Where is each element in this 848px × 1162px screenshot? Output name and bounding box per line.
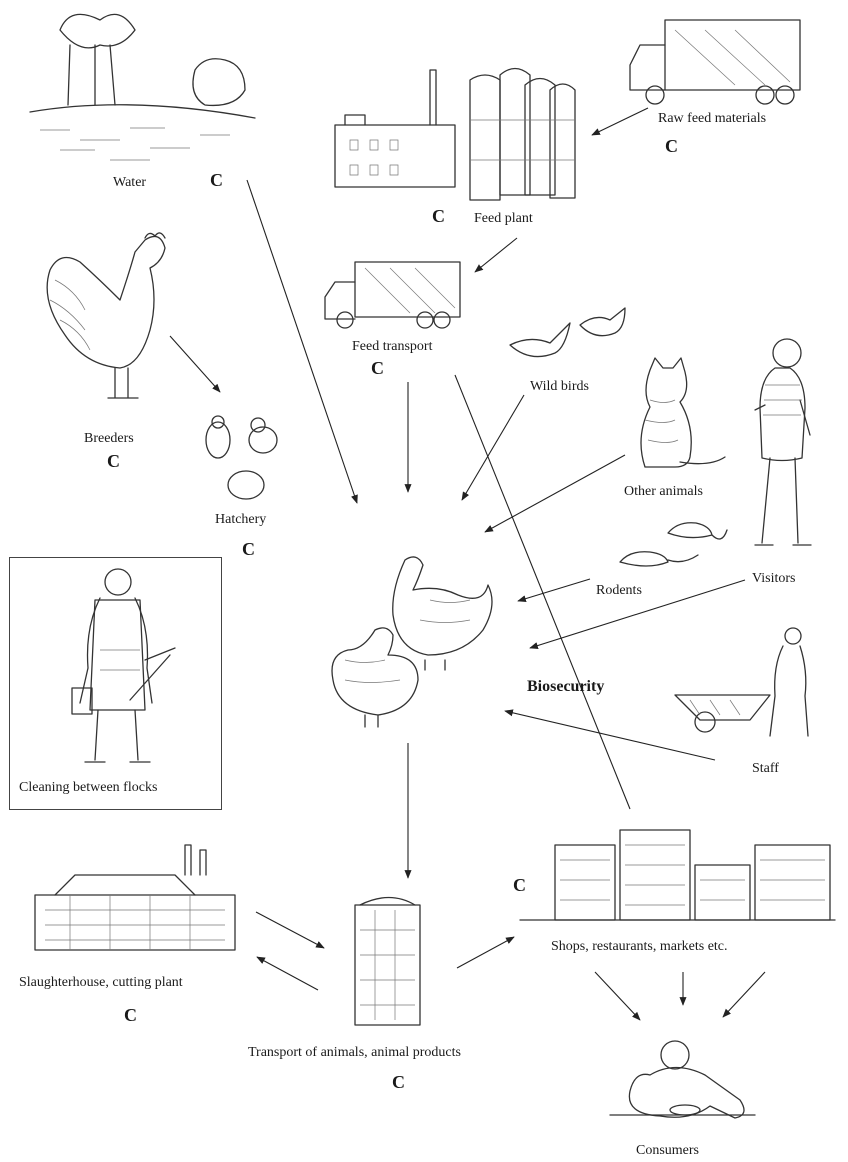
egg-icon — [228, 471, 264, 499]
consumer-eating-icon — [610, 1041, 755, 1118]
hatchery-label: Hatchery — [215, 513, 266, 527]
rat-icon — [620, 552, 698, 566]
rat-icon — [668, 523, 727, 539]
biosecurity-label: Biosecurity — [527, 679, 604, 695]
feed-transport-label: Feed transport — [352, 340, 432, 354]
slaughterhouse-icon — [35, 845, 235, 950]
person-icon — [755, 339, 811, 545]
factory-icon — [335, 70, 455, 187]
visitors-label: Visitors — [752, 572, 796, 586]
wild-bird-icon — [510, 308, 625, 357]
silo-icon — [470, 69, 575, 201]
consumers-label: Consumers — [636, 1144, 699, 1158]
wild-birds-label: Wild birds — [530, 380, 589, 394]
rooster-icon — [47, 233, 165, 398]
raw-feed-label: Raw feed materials — [658, 112, 766, 126]
shop-row-icon — [520, 830, 835, 920]
breeders-critical-mark: C — [107, 452, 120, 470]
other-animals-label: Other animals — [624, 485, 703, 499]
water-critical-mark: C — [210, 171, 223, 189]
transport-animals-critical-mark: C — [392, 1073, 405, 1091]
worker-with-wheelbarrow-icon — [675, 628, 808, 736]
slaughterhouse-critical-mark: C — [124, 1006, 137, 1024]
cleaning-label: Cleaning between flocks — [19, 781, 157, 795]
chick-icon — [249, 418, 277, 453]
slaughterhouse-label: Slaughterhouse, cutting plant — [19, 976, 183, 990]
staff-label: Staff — [752, 762, 779, 776]
cat-icon — [641, 358, 725, 467]
chick-icon — [206, 416, 230, 458]
hens-icon — [332, 557, 492, 727]
rodents-label: Rodents — [596, 584, 642, 598]
shops-label: Shops, restaurants, markets etc. — [551, 940, 728, 954]
shops-critical-mark: C — [513, 876, 526, 894]
feed-plant-label: Feed plant — [474, 212, 533, 226]
truck-icon — [325, 262, 460, 328]
water-landscape-icon — [30, 14, 255, 160]
breeders-label: Breeders — [84, 432, 134, 446]
transport-animals-label: Transport of animals, animal products — [248, 1046, 461, 1060]
hatchery-critical-mark: C — [242, 540, 255, 558]
flow-arrows — [170, 108, 765, 1020]
cattle-truck-icon — [355, 898, 420, 1026]
cleaning-frame — [9, 557, 222, 810]
feed-transport-critical-mark: C — [371, 359, 384, 377]
truck-icon — [630, 20, 800, 104]
water-label: Water — [113, 176, 146, 190]
raw-feed-critical-mark: C — [665, 137, 678, 155]
feed-plant-critical-mark: C — [432, 207, 445, 225]
